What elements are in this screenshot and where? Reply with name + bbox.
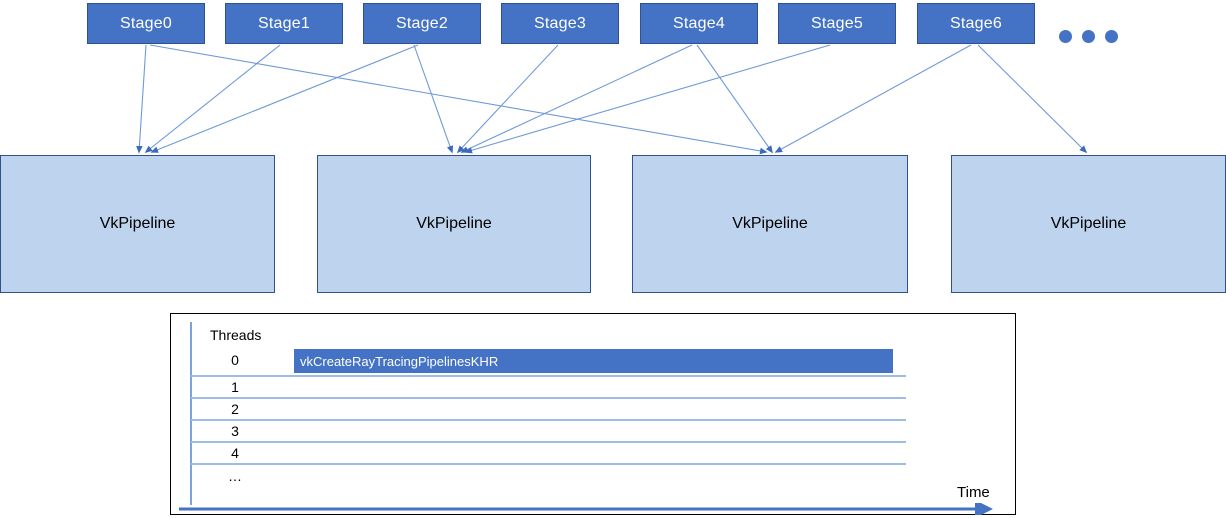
stage-label: Stage2: [396, 14, 448, 32]
pipeline-label: VkPipeline: [99, 215, 176, 232]
stage-label: Stage1: [258, 14, 310, 32]
stage-label: Stage3: [534, 14, 586, 32]
stage-label: Stage5: [811, 14, 863, 32]
time-axis-arrow: [179, 503, 993, 515]
thread-row-label-0: 0: [231, 352, 239, 368]
pipeline-box-2[interactable]: VkPipeline: [632, 155, 908, 293]
stage-box-5[interactable]: Stage5: [778, 3, 896, 44]
edge-9: [774, 44, 972, 153]
edge-2: [144, 44, 281, 154]
stage-box-1[interactable]: Stage1: [225, 3, 343, 44]
thread-row-label-3: 3: [231, 423, 239, 439]
thread-row-line-0: [191, 375, 906, 377]
thread-row-label-1: 1: [231, 379, 239, 395]
edge-4: [150, 44, 419, 153]
thread-row-label-4: 4: [231, 445, 239, 461]
edge-8: [464, 44, 831, 154]
stage-box-6[interactable]: Stage6: [917, 3, 1035, 44]
threads-header: Threads: [210, 327, 262, 343]
thread-row-line-3: [191, 441, 906, 443]
edge-0: [136, 44, 147, 154]
time-axis-label: Time: [957, 484, 990, 501]
thread-row-line-1: [191, 397, 906, 399]
stage-label: Stage4: [673, 14, 725, 32]
pipeline-label: VkPipeline: [416, 215, 492, 232]
timeline-task-label: vkCreateRayTracingPipelinesKHR: [300, 353, 499, 369]
stage-box-2[interactable]: Stage2: [363, 3, 481, 44]
pipeline-box-3[interactable]: VkPipeline: [951, 155, 1226, 293]
pipeline-box-1[interactable]: VkPipeline: [317, 155, 591, 293]
edge-7: [460, 44, 693, 153]
edge-3: [413, 44, 454, 154]
stage-box-3[interactable]: Stage3: [501, 3, 619, 44]
timeline-y-axis: [190, 322, 192, 505]
pipeline-label: VkPipeline: [1050, 215, 1127, 232]
timeline-panel: [170, 313, 1016, 515]
thread-row-line-2: [191, 419, 906, 421]
thread-row-line-4: [191, 463, 906, 465]
edge-5: [456, 44, 559, 154]
edge-6: [696, 44, 773, 154]
pipeline-label: VkPipeline: [732, 215, 808, 232]
stage-ellipsis-icon: [1059, 30, 1118, 43]
stage-label: Stage0: [120, 14, 172, 32]
stage-label: Stage6: [950, 14, 1002, 32]
edge-1: [149, 44, 768, 155]
pipeline-box-0[interactable]: VkPipeline: [0, 155, 275, 293]
timeline-task-bar[interactable]: vkCreateRayTracingPipelinesKHR: [294, 349, 893, 373]
thread-row-label-5: …: [228, 468, 242, 484]
stage-box-4[interactable]: Stage4: [640, 3, 758, 44]
thread-row-label-2: 2: [231, 401, 239, 417]
edge-10: [977, 44, 1088, 154]
stage-box-0[interactable]: Stage0: [87, 3, 205, 44]
